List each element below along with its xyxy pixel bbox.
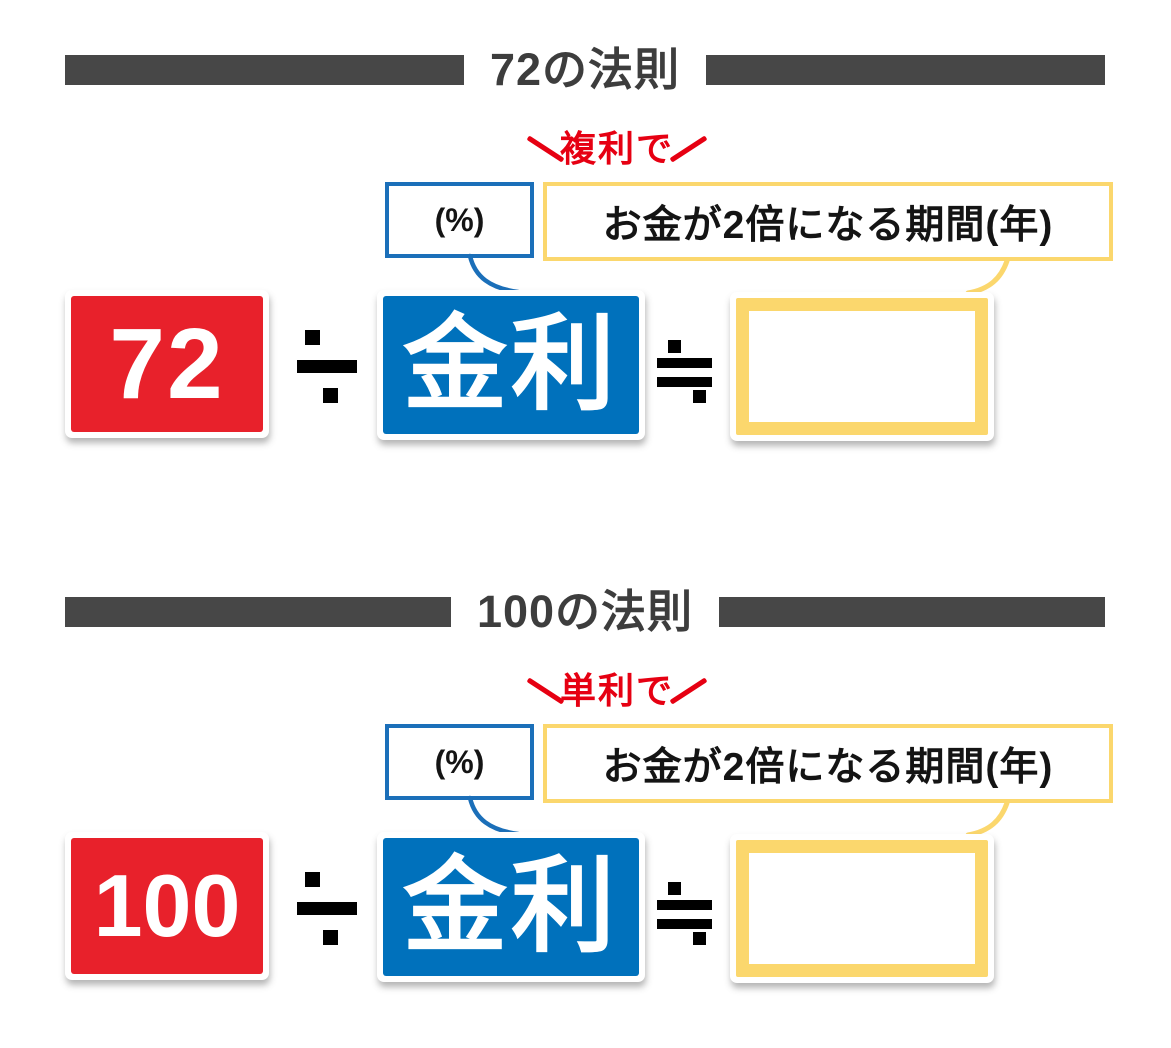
section-title: 100の法則 bbox=[476, 586, 694, 637]
divisor-box: 金利 bbox=[377, 832, 645, 982]
section-header: 72の法則 bbox=[65, 44, 1105, 95]
header-bar-right bbox=[719, 597, 1105, 627]
dividend-value: 72 bbox=[109, 308, 225, 420]
approx-equal-icon bbox=[656, 882, 712, 945]
divisor-label: 金利 bbox=[402, 849, 619, 965]
slash-left-icon bbox=[526, 135, 565, 163]
section-rule-72: 72の法則 複利で (%) お金が2倍になる期間(年) 72 bbox=[0, 0, 1171, 470]
result-value bbox=[857, 362, 867, 372]
slash-right-icon bbox=[669, 677, 708, 705]
section-header: 100の法則 bbox=[65, 586, 1105, 637]
result-callout: お金が2倍になる期間(年) bbox=[543, 182, 1113, 261]
section-rule-100: 100の法則 単利で (%) お金が2倍になる期間(年) 100 bbox=[0, 542, 1171, 1012]
catchphrase-label: 単利で bbox=[559, 670, 674, 711]
header-bar-left bbox=[65, 597, 451, 627]
divisor-label: 金利 bbox=[402, 307, 619, 423]
yellow-tail-line bbox=[965, 800, 1010, 838]
result-box bbox=[730, 834, 994, 983]
yellow-tail-line bbox=[965, 258, 1010, 296]
dividend-value: 100 bbox=[93, 856, 241, 955]
unit-callout: (%) bbox=[385, 182, 534, 258]
catchphrase: 複利で bbox=[367, 126, 867, 172]
approx-equal-icon bbox=[656, 340, 712, 403]
divisor-box: 金利 bbox=[377, 290, 645, 440]
blue-tail-line bbox=[467, 795, 521, 837]
unit-callout: (%) bbox=[385, 724, 534, 800]
result-callout: お金が2倍になる期間(年) bbox=[543, 724, 1113, 803]
dividend-box: 100 bbox=[65, 832, 269, 980]
dividend-box: 72 bbox=[65, 290, 269, 438]
header-bar-left bbox=[65, 55, 464, 85]
result-value bbox=[857, 904, 867, 914]
unit-callout-label: (%) bbox=[434, 201, 485, 238]
catchphrase: 単利で bbox=[367, 668, 867, 714]
result-box bbox=[730, 292, 994, 441]
divide-icon bbox=[297, 330, 357, 403]
section-title: 72の法則 bbox=[489, 44, 681, 95]
result-callout-label: お金が2倍になる期間(年) bbox=[602, 203, 1054, 247]
result-callout-label: お金が2倍になる期間(年) bbox=[602, 745, 1054, 789]
header-bar-right bbox=[706, 55, 1105, 85]
unit-callout-label: (%) bbox=[434, 743, 485, 780]
blue-tail-line bbox=[467, 253, 521, 295]
slash-right-icon bbox=[669, 135, 708, 163]
slash-left-icon bbox=[526, 677, 565, 705]
catchphrase-label: 複利で bbox=[559, 128, 674, 169]
divide-icon bbox=[297, 872, 357, 945]
